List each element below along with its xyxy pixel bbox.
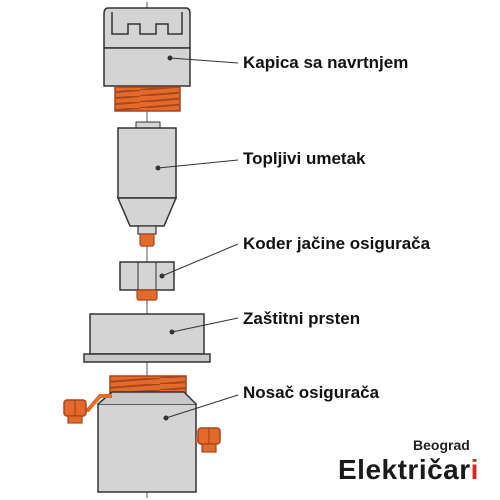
cap-top (103, 7, 191, 49)
leader-nosac (165, 394, 239, 419)
gauge-body (119, 261, 175, 291)
cartridge-cone (116, 197, 178, 227)
label-kapica: Kapica sa navrtnjem (243, 53, 409, 72)
label-prsten: Zaštitni prsten (243, 309, 361, 328)
fuse-cartridge (116, 127, 178, 247)
protective-ring (83, 313, 211, 363)
leader-umetak (157, 159, 239, 169)
cap-notches (111, 12, 183, 35)
label-koder: Koder jačine osigurača (243, 234, 431, 253)
ring-lip (83, 353, 211, 363)
brand-logo: Električari (338, 456, 479, 484)
brand-name-accent: i (470, 454, 479, 485)
cartridge-contact (139, 233, 155, 247)
fuse-base (63, 375, 221, 493)
cartridge-body (117, 127, 177, 199)
leader-kapica (169, 57, 239, 64)
base-shoulder (97, 391, 197, 405)
cartridge-neck (137, 225, 157, 235)
brand-name-main: Električar (338, 454, 471, 485)
label-umetak: Topljivi umetak (243, 149, 366, 168)
leader-prsten (171, 317, 239, 333)
ring-body (89, 313, 205, 355)
cap-thread-base (135, 121, 161, 129)
brand-city: Beograd (413, 437, 470, 453)
label-nosac: Nosač osigurača (243, 383, 380, 402)
leader-lines (155, 55, 239, 421)
rating-gauge (119, 261, 175, 301)
cap-body (103, 47, 191, 87)
leader-koder (161, 243, 239, 277)
cap-with-screw (103, 7, 191, 129)
gauge-contact (136, 289, 158, 301)
cap-thread (114, 86, 181, 112)
base-body (97, 403, 197, 493)
